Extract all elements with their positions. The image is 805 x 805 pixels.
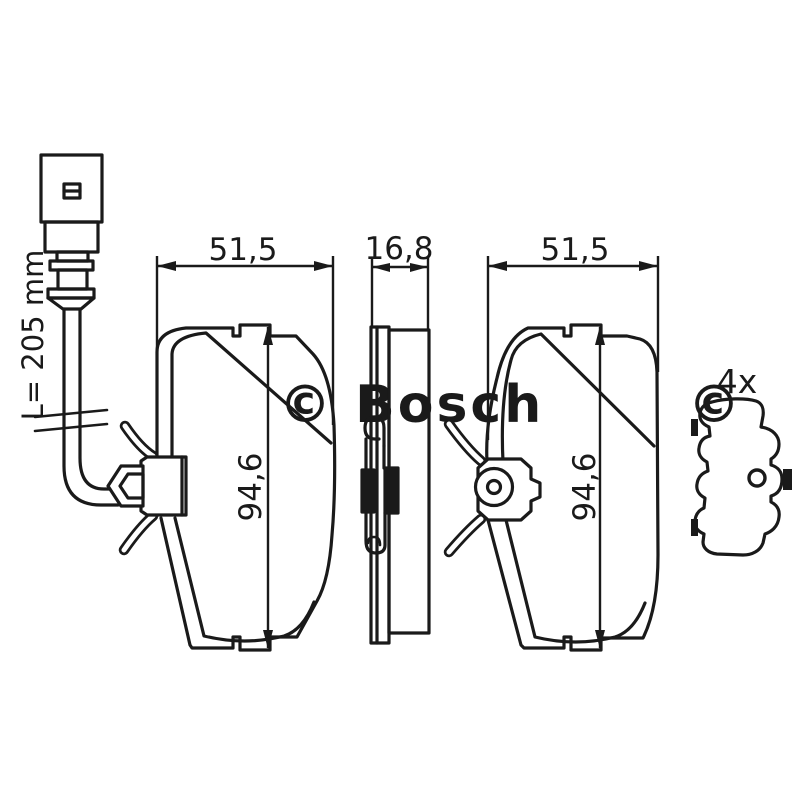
dimension-right-pad-width xyxy=(486,256,660,440)
connector-body xyxy=(43,220,100,254)
dimension-right-pad-height xyxy=(595,326,605,649)
left-pad-width-label: 51,5 xyxy=(208,232,277,268)
arrowhead xyxy=(372,263,390,272)
connector-stem xyxy=(56,268,89,291)
accessory-tab-lower-left xyxy=(691,519,698,536)
side-view xyxy=(360,325,431,645)
arrowhead xyxy=(595,326,605,345)
sensor-holder xyxy=(139,455,188,517)
clip-block-right xyxy=(383,466,400,515)
right-pad-friction-outline-top xyxy=(500,332,656,464)
left-pad-friction-outline-bottom xyxy=(173,516,316,643)
cable-inner-line xyxy=(78,307,112,491)
sensor-tip-outer xyxy=(106,464,145,508)
arrowhead xyxy=(157,261,176,271)
side-retaining-clip xyxy=(360,415,400,555)
left-pad-front-view xyxy=(106,323,337,652)
dimension-pad-thickness xyxy=(370,257,430,330)
dimension-left-pad-height xyxy=(263,326,273,649)
arrowhead xyxy=(595,630,605,649)
arrowhead xyxy=(263,326,273,345)
connector-housing xyxy=(39,153,104,224)
watermark-text: © Bosch xyxy=(279,375,544,435)
sensor-tip-inner xyxy=(118,472,145,500)
cable-strain-relief xyxy=(46,296,96,311)
right-pad-width-label: 51,5 xyxy=(540,232,609,268)
accessory-count-label: 4x xyxy=(717,362,758,401)
accessory-hole xyxy=(747,468,767,488)
right-pad-front-view xyxy=(443,323,660,652)
clip-hole xyxy=(485,478,503,496)
arrowhead xyxy=(639,261,658,271)
accessory-tab-right xyxy=(783,469,792,490)
accessory-shim xyxy=(691,397,792,557)
sensor-length-label: L= 205 mm xyxy=(16,250,50,421)
left-pad-height-label: 94,6 xyxy=(233,452,269,521)
arrowhead xyxy=(488,261,507,271)
watermark: © Bosch © xyxy=(279,375,740,435)
arrowhead xyxy=(314,261,333,271)
arrowhead xyxy=(410,263,428,272)
left-pad-friction-outline-top xyxy=(170,331,333,458)
pad-thickness-label: 16,8 xyxy=(364,231,433,267)
right-pad-friction-outline-bottom xyxy=(504,518,647,644)
right-pad-spring-wings xyxy=(443,418,487,558)
left-pad-spring-wings xyxy=(118,420,159,556)
accessory-tab-upper-left xyxy=(691,419,698,436)
left-pad-backplate-outline xyxy=(155,323,337,652)
arrowhead xyxy=(263,630,273,649)
dimension-left-pad-width xyxy=(155,256,335,425)
wear-sensor xyxy=(33,153,120,507)
accessory-shim-outline xyxy=(693,397,784,557)
right-pad-backplate-outline xyxy=(485,323,660,652)
cable-break-symbol xyxy=(33,408,109,433)
cable-outer-line xyxy=(62,307,120,507)
clip-block-left xyxy=(360,468,376,514)
right-pad-height-label: 94,6 xyxy=(567,452,603,521)
